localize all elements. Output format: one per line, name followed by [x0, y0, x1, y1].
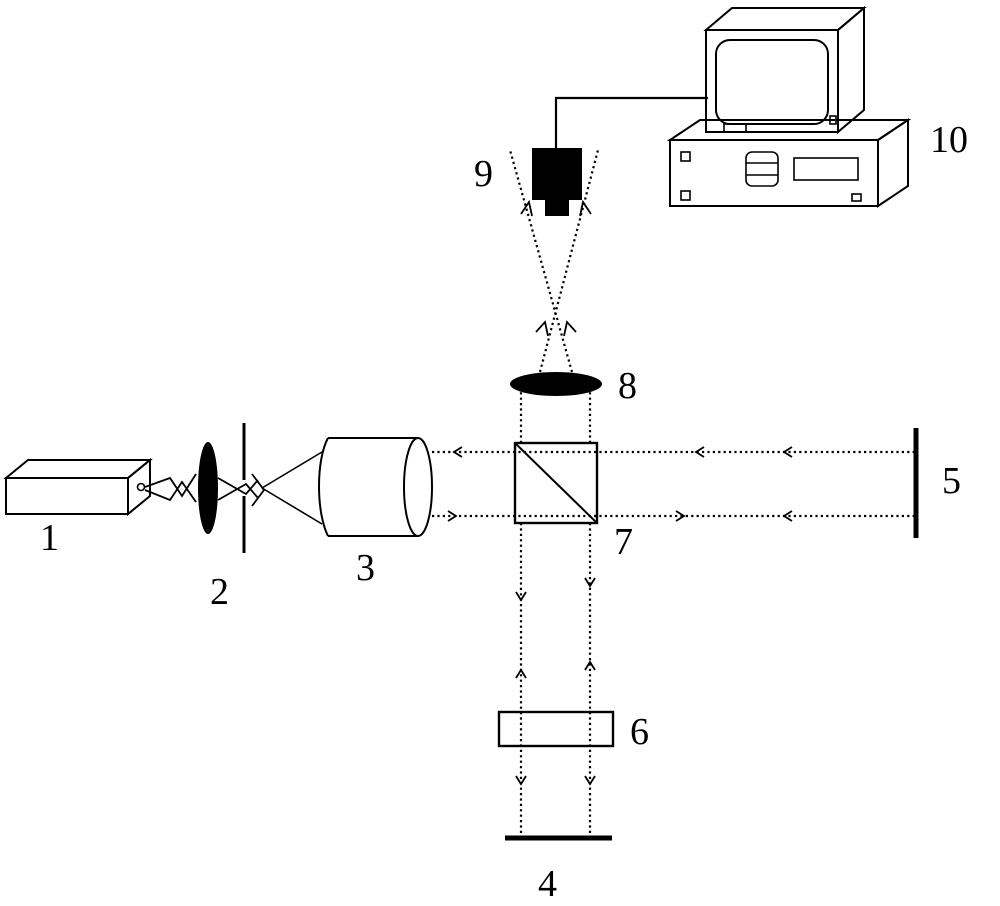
- horizontal-beams: [432, 446, 916, 522]
- label-camera: 9: [474, 153, 493, 195]
- laser-output-rays: [144, 473, 197, 503]
- label-computer: 10: [930, 119, 968, 161]
- converging-beams: [508, 149, 600, 373]
- laser: [3, 457, 153, 517]
- label-object-mirror: 5: [942, 460, 961, 502]
- computer: [666, 5, 912, 208]
- label-collimator: 3: [356, 547, 375, 589]
- label-imaging-lens: 8: [618, 365, 637, 407]
- camera-cable: [554, 96, 708, 148]
- camera: [532, 148, 582, 216]
- label-laser: 1: [40, 517, 59, 559]
- label-beam-splitter: 7: [614, 521, 633, 563]
- imaging-lens: [510, 372, 602, 396]
- label-reference-mirror: 4: [538, 863, 557, 905]
- vertical-beams-up: [519, 392, 592, 443]
- beam-splitter: [513, 441, 599, 525]
- focusing-lens: [198, 442, 218, 534]
- diverging-beam: [261, 451, 323, 525]
- vertical-beams-down: [515, 523, 596, 833]
- collimator: [318, 437, 433, 537]
- sample-plate: [497, 710, 615, 748]
- spatial-filter: [198, 423, 266, 553]
- label-spatial-filter: 2: [210, 571, 229, 613]
- label-sample: 6: [630, 711, 649, 753]
